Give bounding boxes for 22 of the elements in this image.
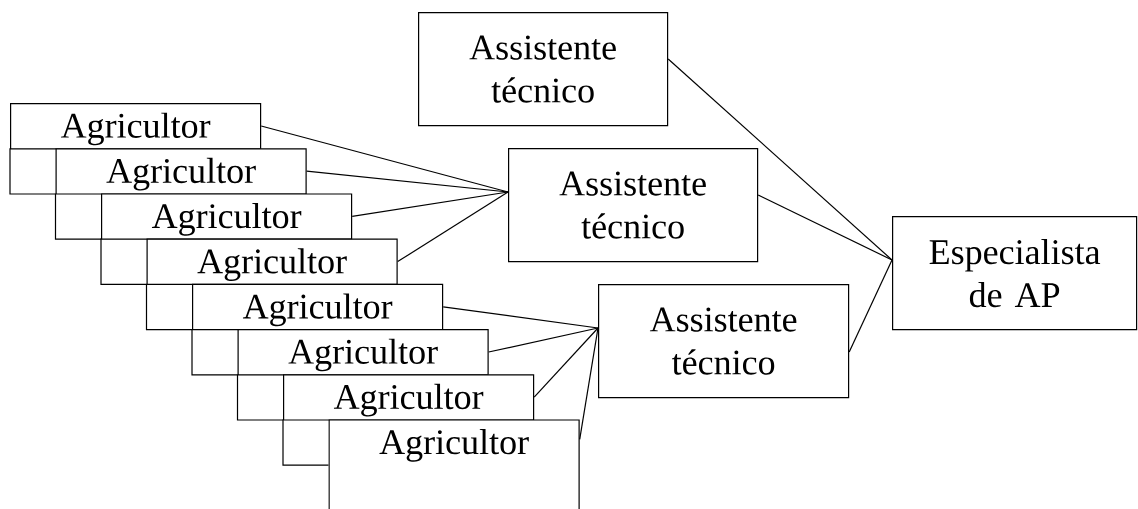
connector-line bbox=[442, 306, 599, 329]
process-box: Agricultor bbox=[101, 193, 353, 240]
process-box: Agricultor bbox=[55, 148, 307, 195]
connector-line bbox=[488, 327, 599, 353]
connector-line bbox=[757, 194, 893, 261]
process-box: Assistente técnico bbox=[508, 148, 759, 263]
process-box: Assistente técnico bbox=[418, 12, 669, 127]
process-box: Agricultor bbox=[10, 103, 262, 150]
connector-line bbox=[397, 191, 509, 263]
connector-line bbox=[667, 58, 893, 261]
process-box: Assistente técnico bbox=[598, 284, 850, 399]
connector-line bbox=[848, 259, 893, 353]
process-box: Agricultor bbox=[237, 329, 489, 376]
process-box: Agricultor bbox=[283, 374, 535, 421]
connector-line bbox=[351, 191, 509, 217]
connector-line bbox=[533, 327, 599, 398]
connector-line bbox=[306, 170, 509, 193]
process-box: Agricultor bbox=[192, 283, 444, 331]
process-box: Agricultor bbox=[328, 419, 580, 509]
process-box: Especialista de AP bbox=[892, 216, 1138, 331]
process-box: Agricultor bbox=[146, 238, 398, 285]
connector-line bbox=[579, 327, 599, 440]
